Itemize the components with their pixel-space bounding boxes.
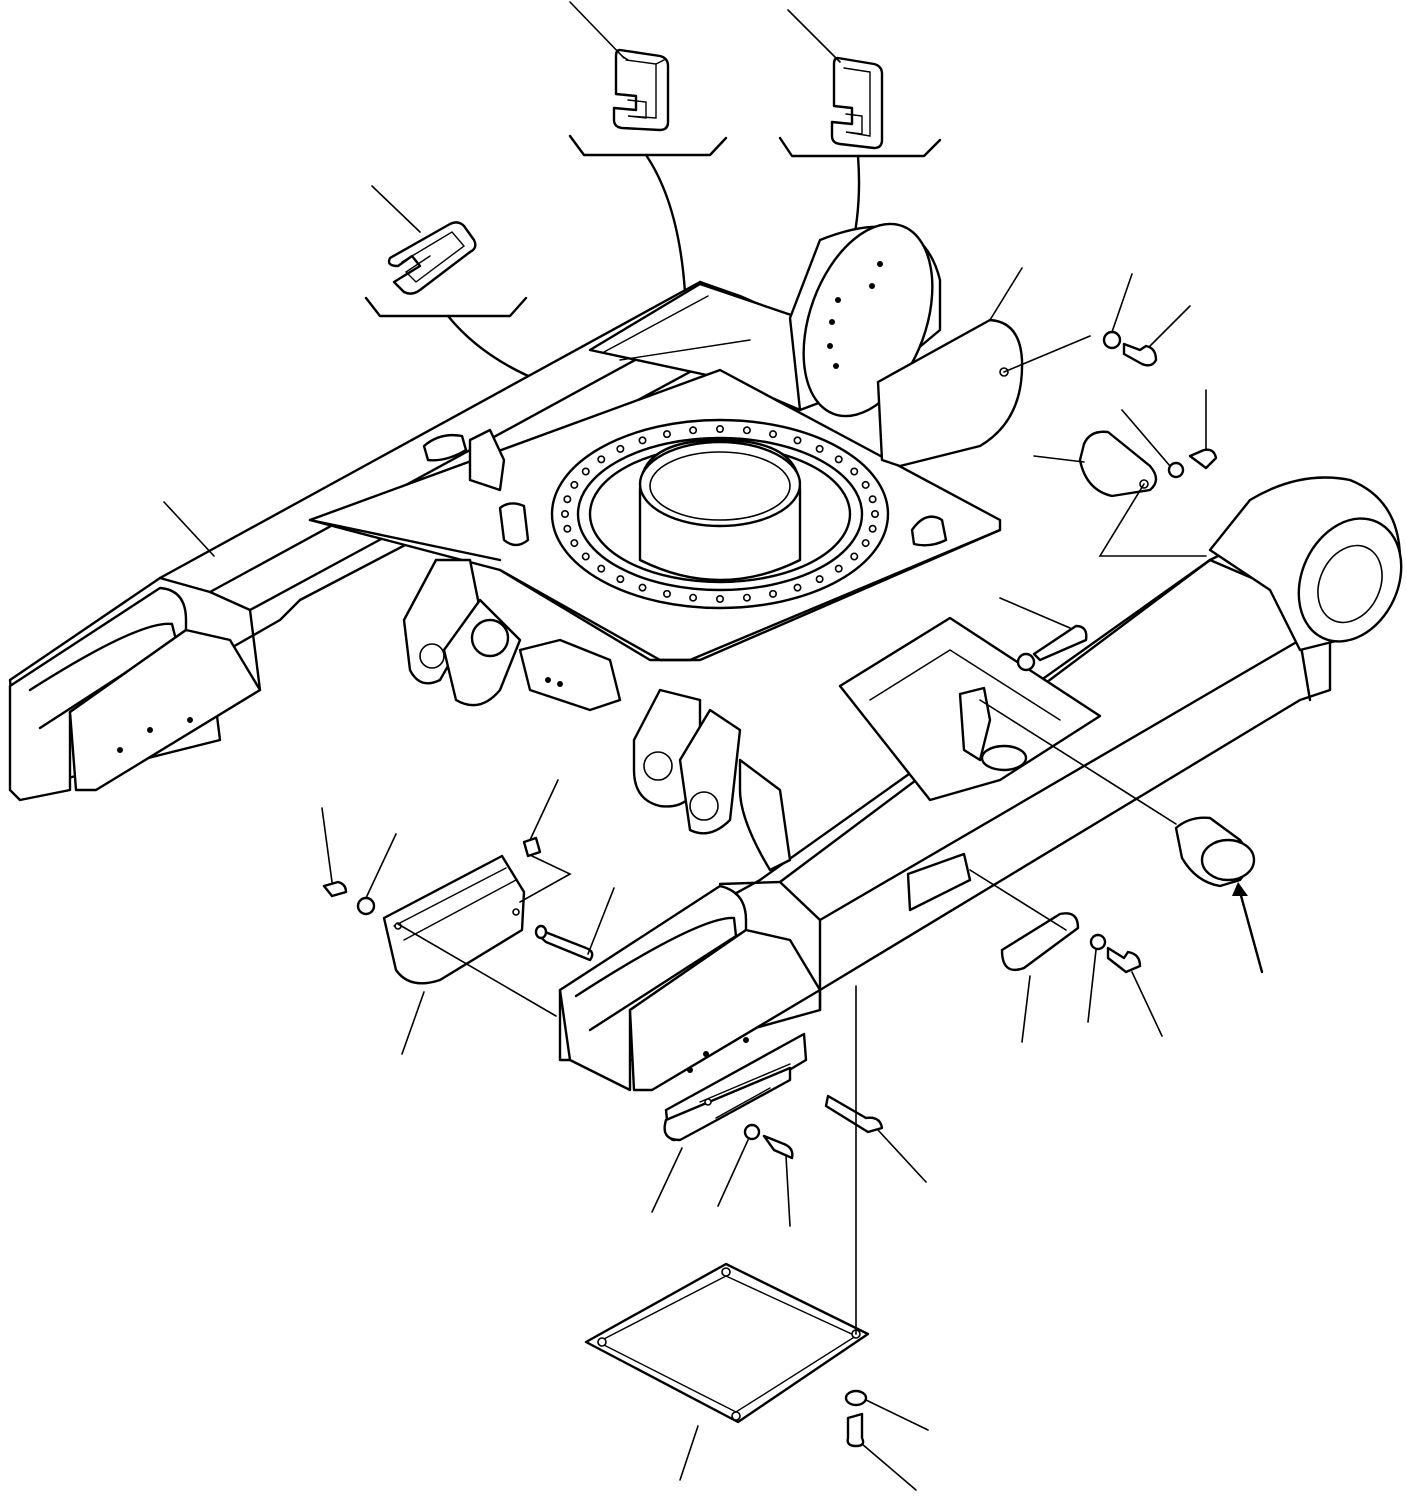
slewing-ring <box>550 418 890 610</box>
ring-bolt-hole <box>581 467 590 476</box>
oval-cover-plate-lower <box>906 852 1163 1043</box>
ring-bolt-hole <box>769 589 778 598</box>
idler-guard <box>651 1032 927 1227</box>
ring-bolt-hole <box>597 455 606 464</box>
travel-stopper-cushion <box>979 597 1264 974</box>
ring-bolt-hole <box>850 552 859 561</box>
bottom-cover-plate <box>584 985 929 1491</box>
ring-bolt-hole <box>638 583 647 592</box>
ring-bolt-hole <box>560 509 569 518</box>
ring-bolt-hole <box>638 436 647 445</box>
ring-bolt-hole <box>563 495 572 504</box>
rear-bolt-circle <box>827 261 883 369</box>
ring-bolt-hole <box>689 426 698 435</box>
ring-bolt-hole <box>689 593 698 602</box>
ring-bolt-hole <box>793 436 802 445</box>
rear-cover-plate <box>876 267 1091 468</box>
c-clamp-grommet-right <box>830 56 884 150</box>
washer <box>1102 273 1133 350</box>
ring-bolt-hole <box>868 495 877 504</box>
pin <box>321 779 615 962</box>
oval-cover-plate <box>1033 389 1218 557</box>
ring-bolt-hole <box>769 430 778 439</box>
c-clamp-grommet-center <box>612 48 670 132</box>
track-guard-bracket <box>382 854 557 1055</box>
ring-bolt-hole <box>834 455 843 464</box>
lugs <box>402 428 948 872</box>
ring-bolt-hole <box>616 575 625 584</box>
ring-bolt-hole <box>662 589 671 598</box>
ring-bolt-hole <box>742 426 751 435</box>
bolt <box>1122 305 1191 367</box>
ring-bolt-hole <box>861 480 870 489</box>
ring-bolt-hole <box>570 539 579 548</box>
ring-bolt-hole <box>870 509 879 518</box>
ring-bolt-hole <box>597 564 606 573</box>
ring-bolt-hole <box>815 444 824 453</box>
ring-bolt-hole <box>850 467 859 476</box>
ring-bolt-hole <box>742 593 751 602</box>
ring-bolt-hole <box>570 480 579 489</box>
ring-bolt-hole <box>793 583 802 592</box>
ring-bolt-hole <box>715 594 724 603</box>
ring-bolt-hole <box>715 424 724 433</box>
leader-left-rail <box>163 501 215 557</box>
ring-bolt-hole <box>834 564 843 573</box>
ring-bolt-hole <box>563 524 572 533</box>
track-frame <box>8 222 1403 1092</box>
ring-bolt-hole <box>662 430 671 439</box>
ring-bolt-hole <box>861 539 870 548</box>
ring-bolt-hole <box>616 444 625 453</box>
c-clamp-grommet-left <box>387 221 477 295</box>
ring-bolt-hole <box>868 524 877 533</box>
ring-bolt-hole <box>581 552 590 561</box>
ring-bolt-hole <box>815 575 824 584</box>
